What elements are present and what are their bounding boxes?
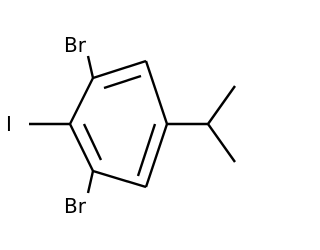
atom-label-iodine: I [6, 112, 12, 136]
ring-bond-top-left [92, 59, 147, 80]
ring-double-bond-inner-top [103, 74, 142, 90]
ring-bond-left-upper [68, 77, 95, 125]
atom-label-br-bottom: Br [64, 194, 87, 218]
ring-double-bond-inner-right [136, 123, 157, 177]
isopropyl-group [167, 85, 236, 163]
bond-ch-to-methyl-top [207, 85, 236, 125]
molecule-diagram: Br I Br [6, 33, 236, 218]
ring-double-bond-inner-left [82, 123, 103, 161]
ring-bond-left-lower [68, 123, 95, 172]
ring-bond-bottom-left [92, 169, 147, 189]
bond-to-br-top [86, 55, 95, 79]
atom-label-br-top: Br [64, 33, 87, 57]
bond-ch-to-methyl-bottom [207, 123, 236, 163]
structure-canvas: Br I Br [6, 33, 236, 218]
ring-bond-bottom-right [144, 123, 169, 188]
ring-bond-top-right [144, 60, 169, 125]
bond-to-br-bottom [86, 170, 95, 194]
benzene-ring [68, 59, 169, 189]
